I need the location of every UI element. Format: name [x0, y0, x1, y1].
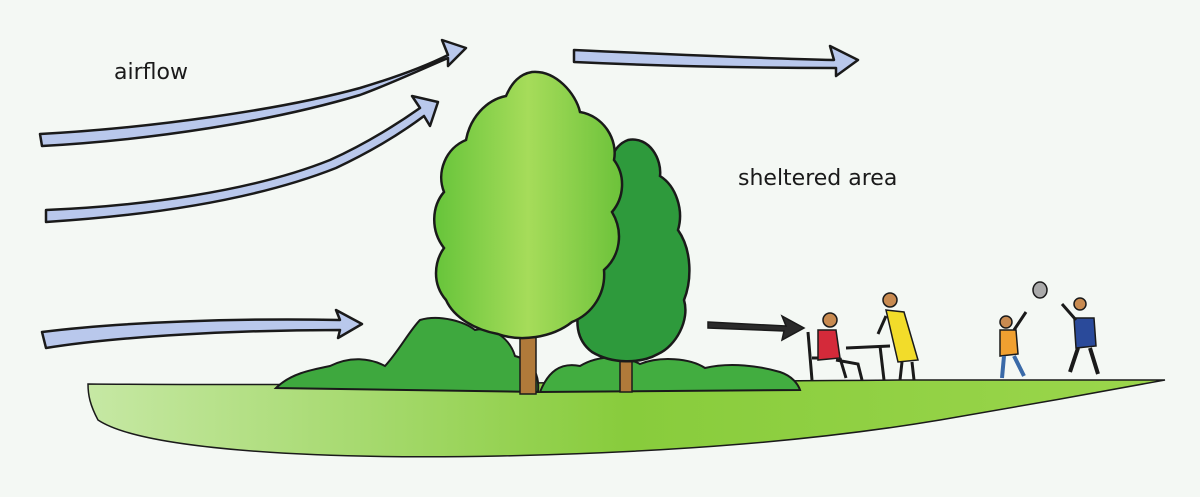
airflow-arrow — [44, 94, 440, 224]
airflow-arrow — [572, 44, 860, 78]
ball-icon — [1032, 281, 1048, 299]
shrubs — [273, 316, 802, 394]
chair — [806, 331, 814, 381]
person-icon — [1073, 297, 1087, 311]
airflow-arrows — [38, 38, 860, 350]
light-tree — [433, 70, 624, 395]
shrub-icon — [538, 356, 802, 394]
tree-trunk — [519, 329, 537, 395]
airflow-label: airflow — [114, 60, 188, 85]
person-icon — [882, 292, 898, 308]
shrub-icon — [273, 316, 540, 394]
airflow-arrow — [40, 308, 364, 350]
airflow-arrow — [38, 38, 468, 148]
person-icon — [999, 315, 1013, 329]
person-icon — [822, 312, 838, 328]
table — [845, 344, 891, 350]
children-playing — [999, 281, 1100, 379]
people-at-table — [806, 292, 919, 381]
sheltered-area-label: sheltered area — [738, 166, 898, 191]
sheltered-arrow — [707, 314, 806, 342]
tree-icon — [433, 70, 624, 340]
